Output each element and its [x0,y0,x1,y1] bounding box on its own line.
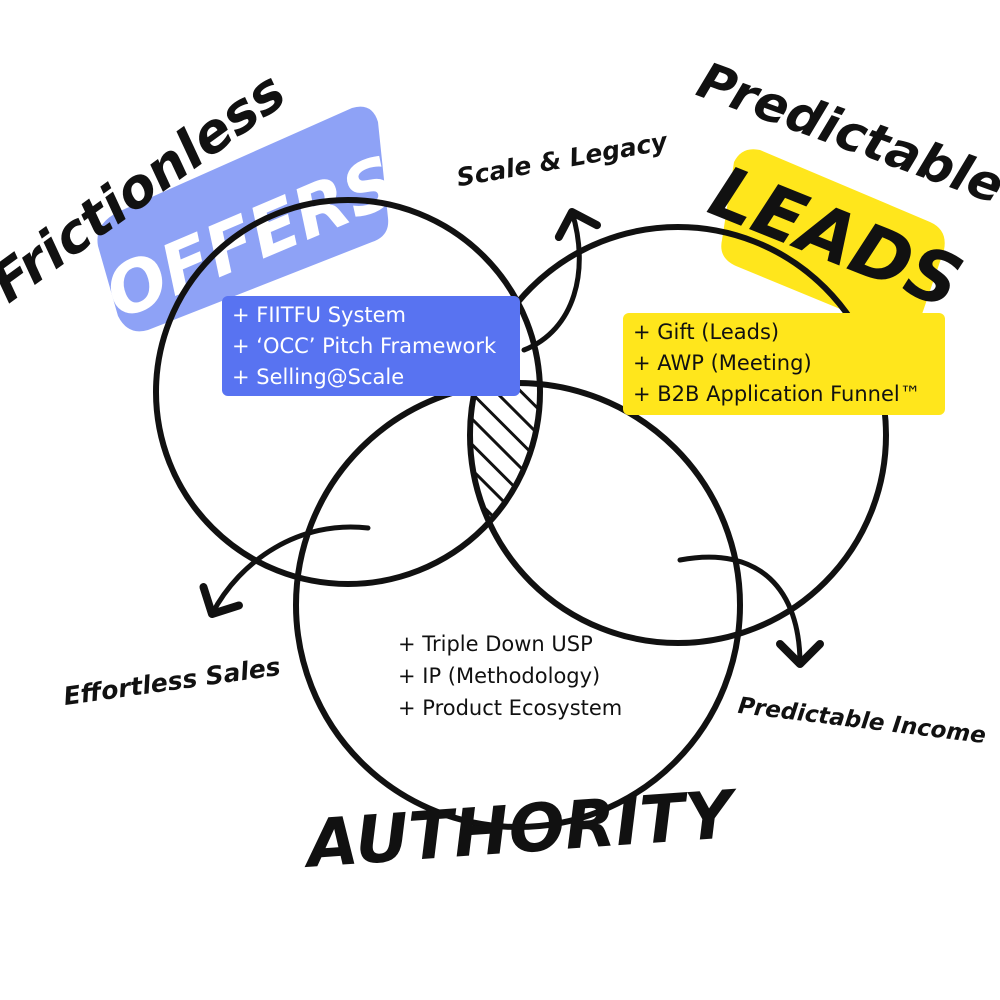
authority-list: + Triple Down USP + IP (Methodology) + P… [398,628,658,728]
offers-circle [153,197,543,587]
list-item: + Gift (Leads) [633,320,780,344]
list-item: + FIITFU System [232,303,406,327]
leads-circle [467,224,889,646]
offers-list: + FIITFU System + ‘OCC’ Pitch Framework … [222,296,520,396]
arrow-effortless-sales [199,524,371,618]
list-item: + Triple Down USP [398,632,593,656]
list-item: + IP (Methodology) [398,664,601,688]
label-effortless-sales: Effortless Sales [62,652,283,711]
label-predictable-income: Predictable Income [736,693,987,749]
arrow-scale-legacy [521,208,602,353]
label-scale-legacy: Scale & Legacy [454,126,671,192]
list-item: + B2B Application Funnel™ [633,382,921,406]
list-item: + ‘OCC’ Pitch Framework [232,334,497,358]
leads-list: + Gift (Leads) + AWP (Meeting) + B2B App… [623,313,945,415]
authority-heading: AUTHORITY [300,776,742,883]
list-item: + Selling@Scale [232,365,405,389]
list-item: + Product Ecosystem [398,696,623,720]
arrow-predictable-income [677,554,824,668]
list-item: + AWP (Meeting) [633,351,812,375]
